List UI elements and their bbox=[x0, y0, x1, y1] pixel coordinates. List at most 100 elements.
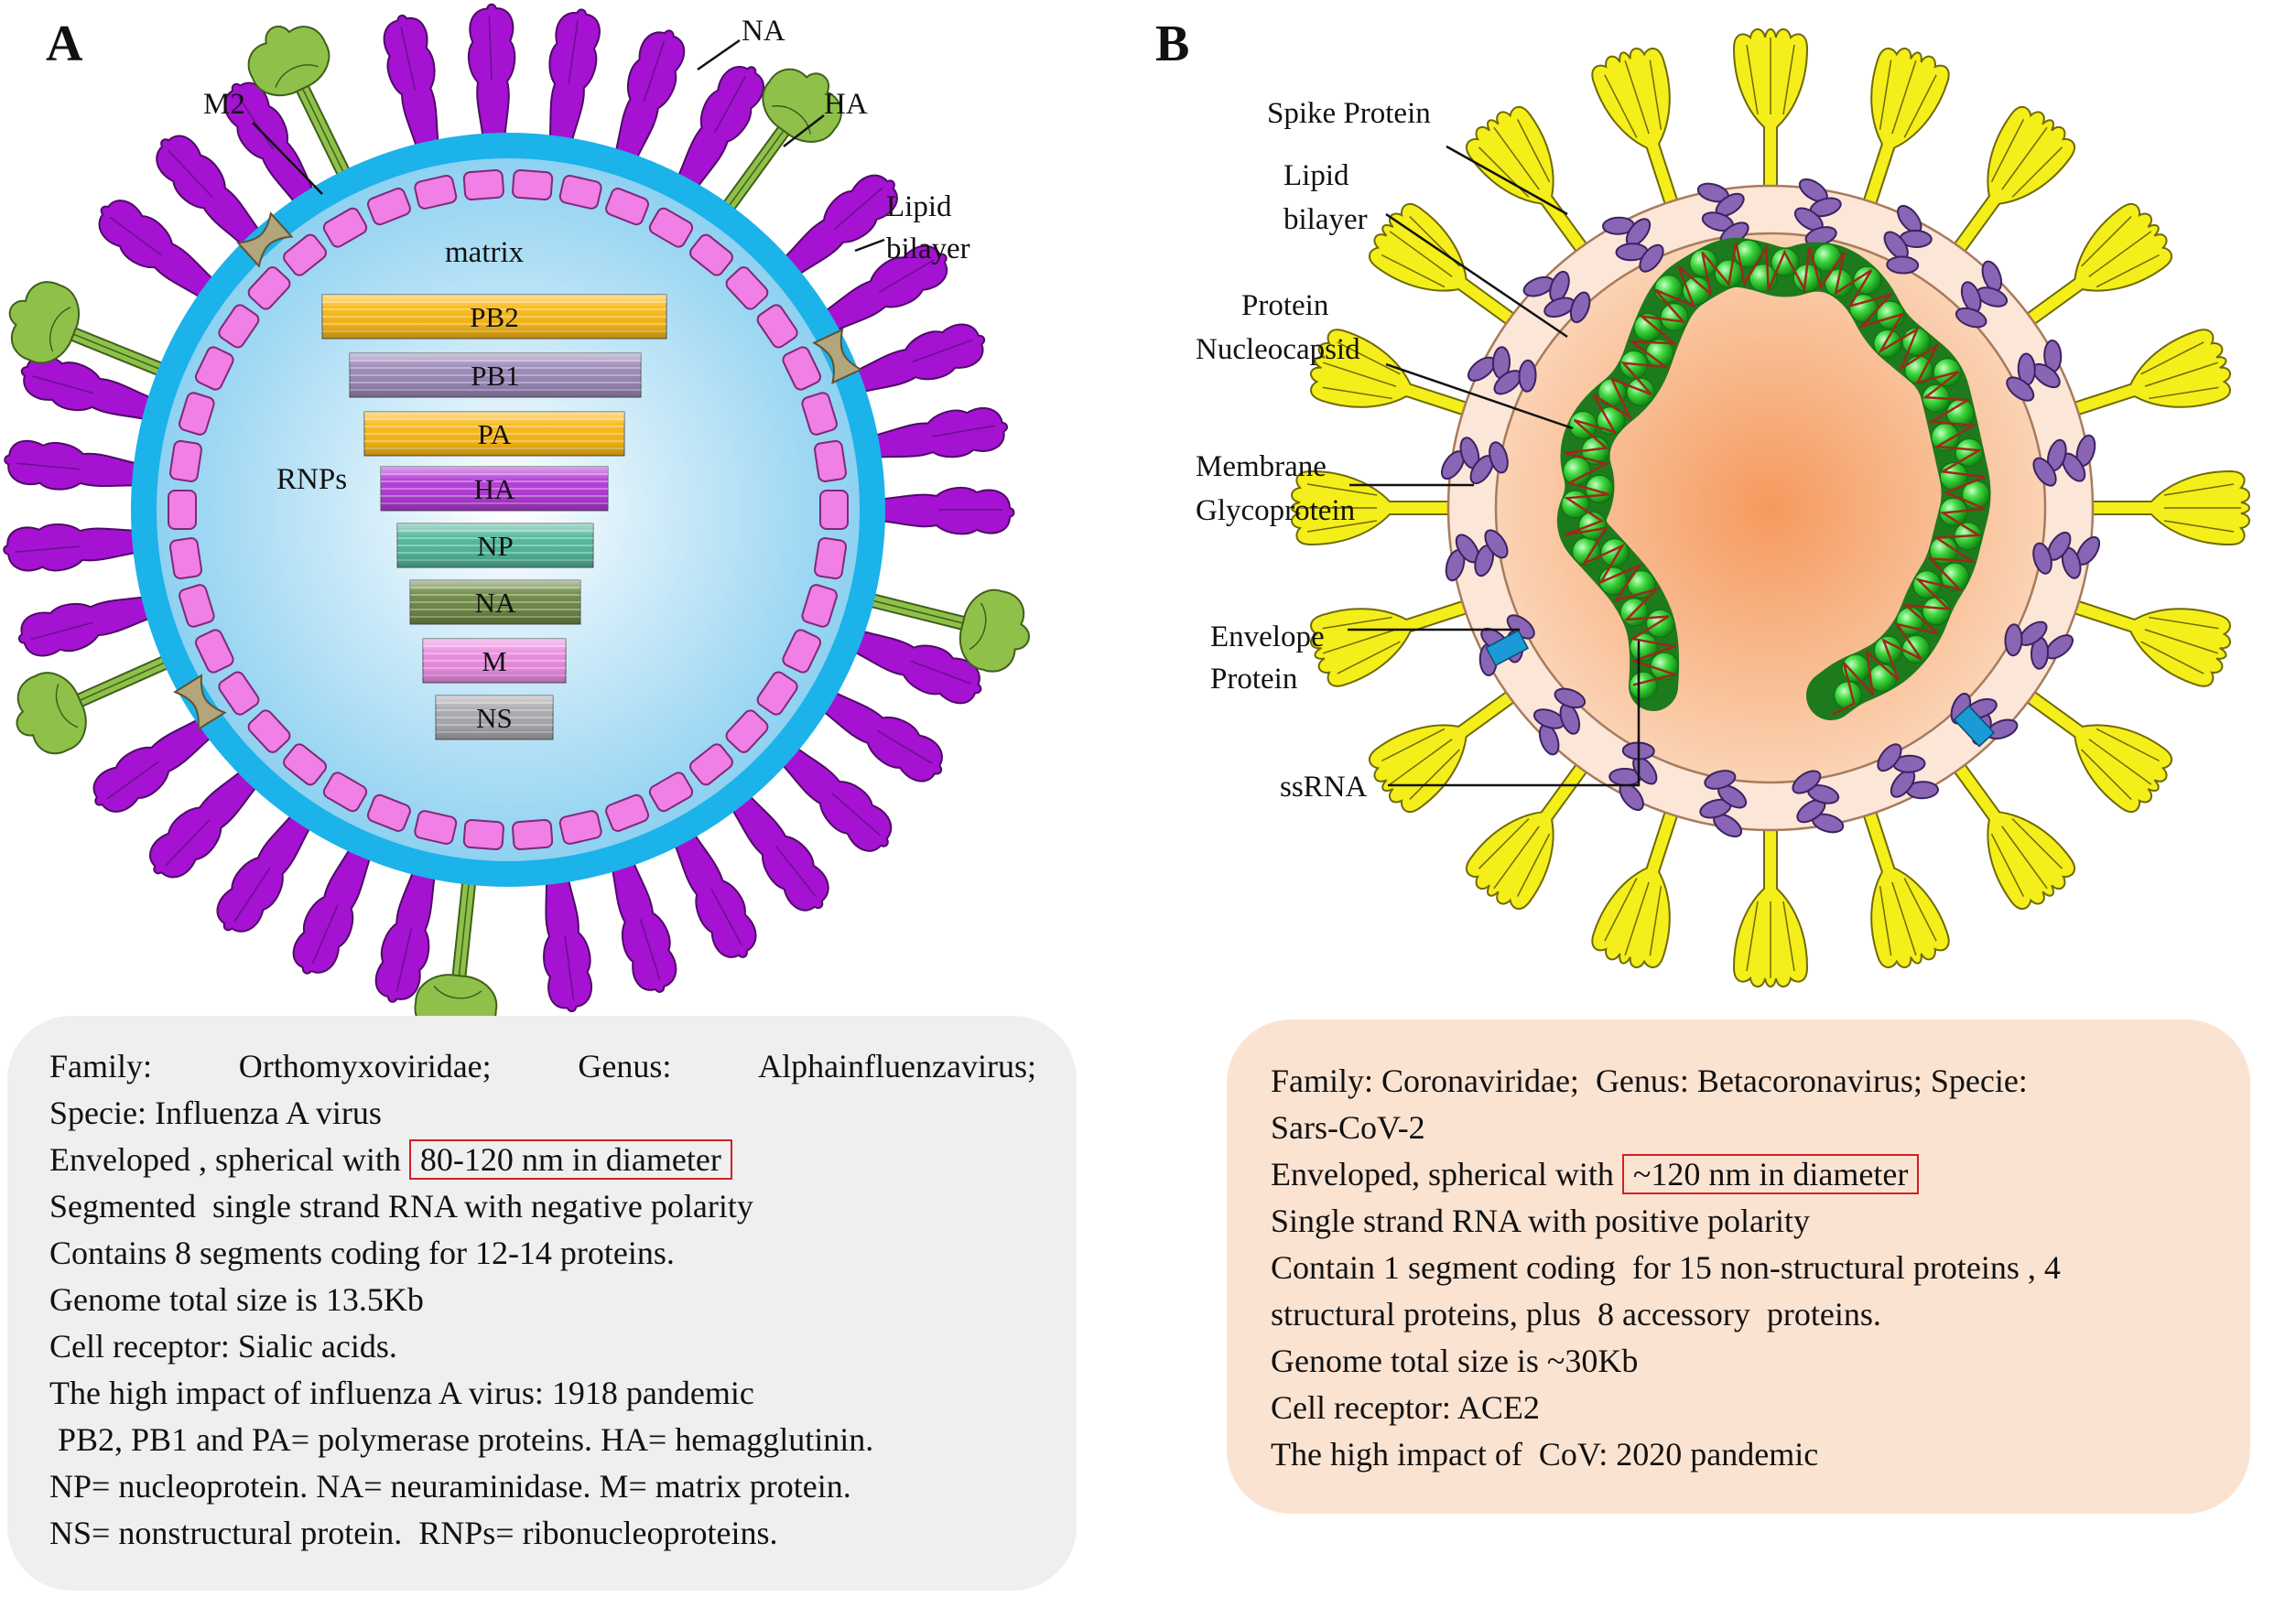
matrix-protein bbox=[283, 233, 327, 276]
matrix-protein bbox=[801, 584, 838, 628]
matrix-protein bbox=[689, 743, 733, 786]
rnp-segment-pa: PA bbox=[363, 411, 625, 457]
ha-spike bbox=[844, 627, 982, 705]
ssrna-label: ssRNA bbox=[1280, 771, 1368, 804]
matrix-protein bbox=[782, 346, 822, 391]
rnp-segment-ha: HA bbox=[380, 466, 609, 512]
m2-channel bbox=[173, 674, 227, 731]
info-a-line-4: Segmented single strand RNA with negativ… bbox=[49, 1188, 753, 1225]
m2-channel bbox=[236, 211, 294, 268]
matrix-protein bbox=[756, 671, 798, 716]
matrix-protein bbox=[801, 392, 838, 436]
rnp-segment-label: M bbox=[482, 645, 507, 677]
info-b-line-1: Family: Coronaviridae; Genus: Betacorona… bbox=[1271, 1063, 2028, 1099]
matrix-protein bbox=[168, 439, 202, 482]
spike-protein bbox=[2086, 469, 2250, 546]
ha-spike bbox=[725, 787, 829, 912]
matrix-protein bbox=[725, 266, 769, 310]
matrix-protein bbox=[462, 168, 504, 201]
matrix-protein bbox=[194, 629, 234, 674]
ha-spike bbox=[548, 8, 601, 152]
spike-protein bbox=[1861, 805, 1950, 968]
spike-protein bbox=[2068, 329, 2231, 417]
ha-spike bbox=[156, 135, 266, 254]
info-b-enveloped-text: Enveloped, spherical with bbox=[1271, 1156, 1614, 1192]
matrix-protein bbox=[648, 772, 694, 813]
spike-protein bbox=[1369, 687, 1520, 813]
spike-protein bbox=[1732, 28, 1809, 192]
lipid-label-a: Lipid bbox=[886, 190, 952, 223]
info-a-genus-key: Genus: bbox=[578, 1048, 672, 1084]
rnp-segment-pb1: PB1 bbox=[349, 352, 642, 398]
matrix-protein bbox=[814, 439, 848, 482]
membrane-glycoprotein bbox=[1601, 216, 1664, 273]
matrix-protein bbox=[414, 810, 458, 845]
info-b-line-7: Genome total size is ~30Kb bbox=[1271, 1343, 1639, 1379]
spike-protein bbox=[1950, 759, 2075, 910]
matrix-protein bbox=[366, 188, 411, 226]
ha-spike bbox=[543, 868, 592, 1013]
na-spike bbox=[247, 26, 356, 187]
ha-spike bbox=[814, 686, 943, 782]
ha-spike bbox=[845, 323, 986, 395]
matrix-protein bbox=[179, 392, 215, 436]
matrix-protein bbox=[814, 537, 848, 580]
ha-spike bbox=[216, 806, 317, 933]
ha-spike bbox=[864, 406, 1008, 459]
ha-spike bbox=[816, 244, 948, 336]
ha-spike bbox=[872, 486, 1015, 535]
na-leader-line bbox=[697, 38, 741, 71]
rnp-segment-label: PA bbox=[478, 418, 512, 450]
matrix-protein bbox=[558, 175, 602, 210]
envelope-protein-label: Protein bbox=[1210, 663, 1297, 696]
lipid-leader-line-b bbox=[1385, 212, 1568, 339]
matrix-protein bbox=[179, 584, 215, 628]
info-a-diameter-highlight: 80-120 nm in diameter bbox=[408, 1139, 732, 1180]
ha-spike bbox=[467, 3, 516, 147]
ha-spike bbox=[776, 174, 898, 282]
spike-protein bbox=[1291, 469, 1455, 546]
matrix-protein bbox=[218, 304, 260, 349]
matrix-protein bbox=[725, 709, 769, 753]
protein-label: Protein bbox=[1241, 289, 1328, 322]
info-a-line-3: Enveloped , spherical with 80-120 nm in … bbox=[49, 1137, 1036, 1183]
panel-a-letter: A bbox=[46, 16, 83, 72]
matrix-label: matrix bbox=[445, 236, 525, 269]
nucleocapsid-label: Nucleocapsid bbox=[1196, 333, 1360, 366]
info-b-line-4: Single strand RNA with positive polarity bbox=[1271, 1203, 1810, 1239]
matrix-protein bbox=[605, 793, 650, 832]
rnp-segment-label: NP bbox=[477, 530, 514, 562]
rnp-segment-np: NP bbox=[396, 523, 594, 568]
ha-spike bbox=[20, 354, 162, 423]
ha-spike bbox=[3, 523, 147, 572]
membrane-glycoprotein bbox=[2032, 531, 2101, 579]
na-spike bbox=[859, 588, 1030, 673]
membrane-glycoprotein bbox=[2032, 434, 2096, 487]
matrix-protein bbox=[558, 810, 602, 845]
rnp-segment-ns: NS bbox=[435, 695, 554, 740]
ssrna-leader-line bbox=[1388, 641, 1641, 787]
spike-protein bbox=[1950, 106, 2075, 257]
matrix-protein bbox=[218, 671, 260, 716]
matrix-protein bbox=[782, 629, 822, 674]
info-a-line-7: Cell receptor: Sialic acids. bbox=[49, 1328, 397, 1365]
ha-spike bbox=[612, 29, 686, 169]
membrane-glycoprotein bbox=[1955, 260, 2009, 329]
nucleocapsid bbox=[1556, 237, 1991, 720]
info-a-line-9: PB2, PB1 and PA= polymerase proteins. HA… bbox=[49, 1421, 874, 1458]
ha-spike bbox=[98, 200, 222, 304]
ha-spike bbox=[374, 861, 438, 1003]
info-a-line-10: NP= nucleoprotein. NA= neuraminidase. M=… bbox=[49, 1468, 851, 1505]
matrix-protein bbox=[247, 709, 291, 753]
matrix-protein bbox=[462, 818, 504, 851]
spike-protein-label: Spike Protein bbox=[1267, 97, 1431, 130]
lipid-leader-line-a bbox=[854, 238, 885, 253]
info-a-line-6: Genome total size is 13.5Kb bbox=[49, 1281, 424, 1318]
matrix-protein bbox=[247, 266, 291, 310]
info-b-diameter-highlight: ~120 nm in diameter bbox=[1621, 1154, 1920, 1194]
matrix-protein bbox=[322, 772, 368, 813]
spike-proteins bbox=[1291, 28, 2250, 987]
